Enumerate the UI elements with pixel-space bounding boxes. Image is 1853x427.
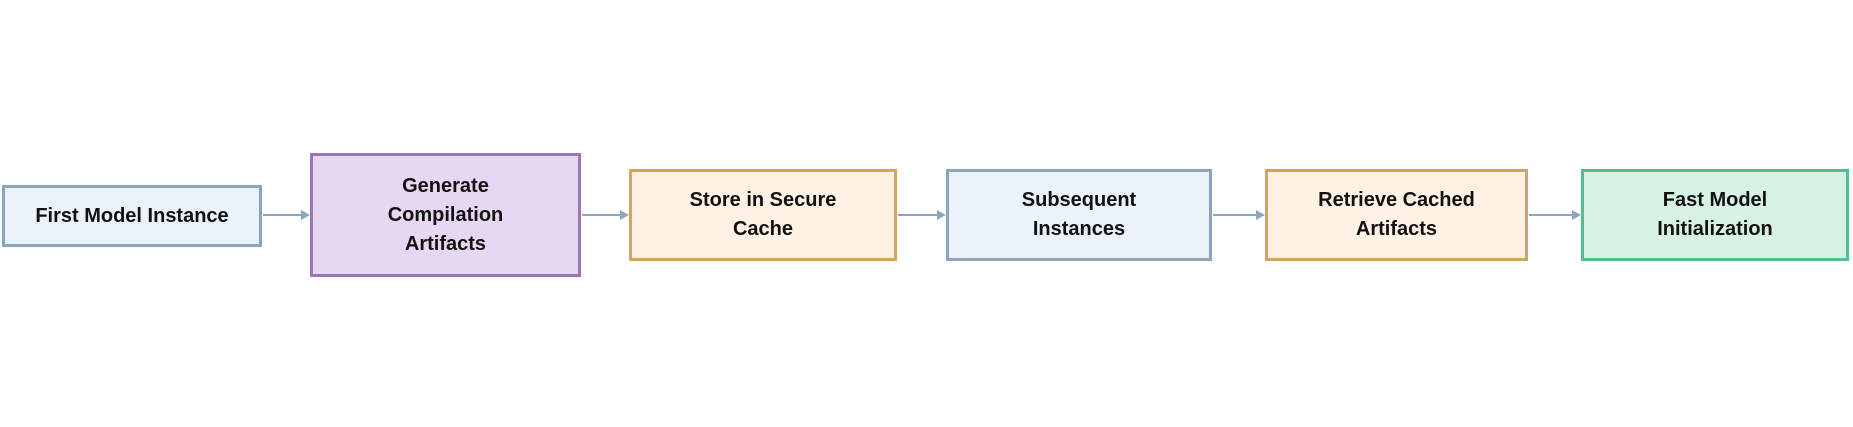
node-label: Store in Secure Cache: [689, 189, 837, 240]
node-label: Generate Compilation Artifacts: [387, 174, 504, 255]
node-subsequent-instances: Subsequent Instances: [946, 169, 1212, 261]
node-label: Subsequent Instances: [1021, 189, 1137, 240]
flow-arrow-5: [1529, 210, 1581, 220]
node-retrieve-cached-artifacts: Retrieve Cached Artifacts: [1265, 169, 1528, 261]
arrowhead-icon: [937, 210, 946, 220]
node-store-in-secure-cache: Store in Secure Cache: [629, 169, 897, 261]
node-fast-model-initialization: Fast Model Initialization: [1581, 169, 1849, 261]
node-label: Retrieve Cached Artifacts: [1318, 189, 1475, 240]
flow-arrow-4: [1213, 210, 1265, 220]
node-label: First Model Instance: [35, 204, 229, 227]
node-generate-compilation-artifacts: Generate Compilation Artifacts: [310, 153, 581, 277]
flow-arrow-2: [582, 210, 629, 220]
arrowhead-icon: [1256, 210, 1265, 220]
flow-arrow-1: [263, 210, 310, 220]
node-label: Fast Model Initialization: [1657, 189, 1773, 240]
arrowhead-icon: [620, 210, 629, 220]
arrowhead-icon: [1572, 210, 1581, 220]
flow-arrow-3: [898, 210, 946, 220]
node-first-model-instance: First Model Instance: [2, 185, 262, 247]
arrowhead-icon: [301, 210, 310, 220]
